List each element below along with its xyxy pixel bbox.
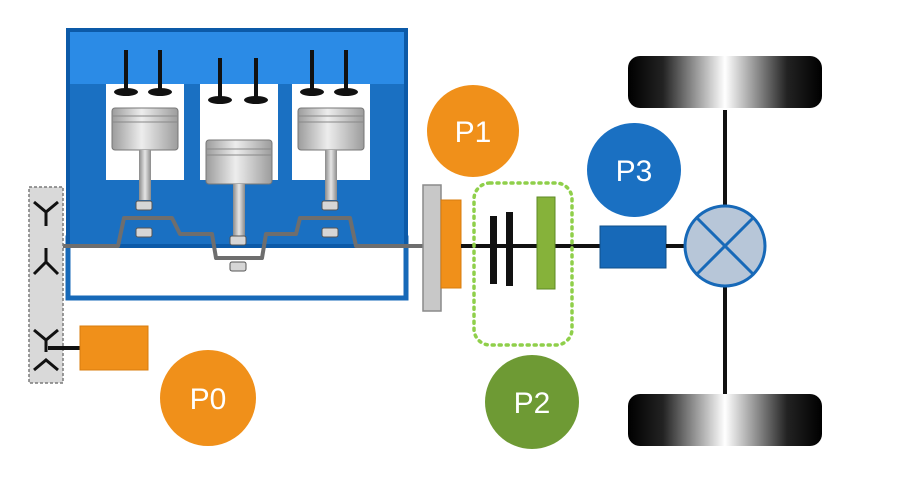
p1-motor: [440, 199, 462, 289]
connecting-rod: [139, 150, 151, 200]
rod-bearing: [321, 200, 339, 211]
flywheel: [422, 184, 442, 312]
wheel-bottom: [628, 394, 822, 446]
p3-motor: [599, 225, 667, 269]
p2-label: P2: [514, 387, 551, 420]
p2-badge: P2: [485, 355, 579, 449]
wheel-icon: [628, 394, 822, 446]
piston: [111, 107, 179, 151]
connecting-rod: [325, 150, 337, 200]
wheel-top: [628, 56, 822, 108]
valve-icon: [208, 58, 268, 104]
p2-zone-outline: [472, 181, 574, 347]
p0-motor: [79, 325, 149, 371]
p1-badge: P1: [427, 85, 519, 177]
connecting-rod: [233, 184, 245, 236]
engine-head-band: [70, 32, 404, 84]
belt-drive: [28, 186, 80, 384]
piston: [297, 107, 365, 151]
engine: [40, 28, 432, 301]
p1-label: P1: [455, 116, 492, 149]
rod-bearing: [135, 200, 153, 211]
rod-bearing: [229, 235, 247, 246]
wheel-icon: [628, 56, 822, 108]
cylinder-1: [106, 50, 184, 238]
clutch-plate: [490, 216, 497, 284]
p3-label: P3: [616, 155, 653, 188]
p3-badge: P3: [587, 123, 681, 217]
valve-icon: [114, 50, 172, 96]
clutch-plate: [506, 212, 513, 286]
belt-pulley-icon: [32, 200, 60, 372]
differential-cross-icon: [683, 204, 767, 288]
cylinder-3: [292, 50, 370, 238]
p0-label: P0: [190, 383, 227, 416]
p2-motor: [536, 196, 556, 290]
piston: [205, 139, 273, 185]
cylinder-2: [200, 58, 278, 272]
p0-badge: P0: [160, 350, 256, 446]
valve-icon: [300, 50, 358, 96]
crankshaft: [40, 216, 432, 260]
